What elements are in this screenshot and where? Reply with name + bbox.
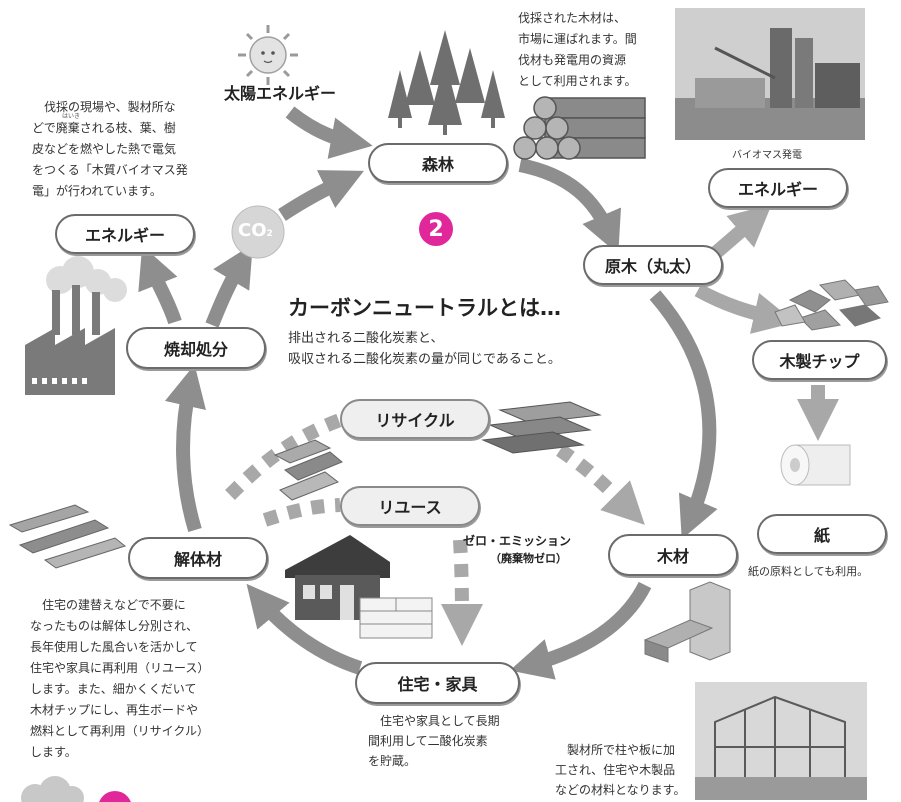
boards-illustration <box>481 401 602 454</box>
lumber-pillar-illustration <box>643 581 731 663</box>
node-forest: 森林 <box>368 143 508 183</box>
zero-emission-sublabel: （廃棄物ゼロ） <box>490 552 567 565</box>
arrow-demolition-to-incineration <box>164 364 206 533</box>
factory-illustration <box>25 256 127 395</box>
arrow-reuse-to-housing <box>440 539 483 646</box>
forest-illustration <box>388 30 505 135</box>
biomass-plant-photo <box>675 8 865 140</box>
node-demolition-wood: 解体材 <box>128 537 268 579</box>
paper-roll-illustration <box>780 444 851 486</box>
node-log: 原木（丸太） <box>583 245 723 285</box>
note-biomass-power: 伐採の現場や、製材所な どで廃棄される枝、葉、樹 皮などを燃やした熱で電気 をつ… <box>32 100 188 198</box>
arrow-co2-to-forest <box>278 170 364 221</box>
note-housing: 住宅や家具として長期 間利用して二酸化炭素 を貯蔵。 <box>368 714 500 768</box>
note-paper: 紙の原料としても利用。 <box>748 565 869 578</box>
node-incineration: 焼却処分 <box>126 327 266 369</box>
carbon-neutral-body: 排出される二酸化炭素と、 吸収される二酸化炭素の量が同じであること。 <box>288 331 561 367</box>
arrow-housing-to-demolition <box>246 583 363 675</box>
arrow-forest-to-log <box>518 158 622 255</box>
arrow-incineration-to-energy <box>138 245 182 325</box>
badge-partial <box>99 791 131 802</box>
arrow-lumber-to-housing <box>509 581 652 680</box>
arrow-recycle-to-lumber <box>556 444 645 525</box>
node-recycle: リサイクル <box>340 399 490 439</box>
node-reuse: リユース <box>340 486 480 526</box>
solar-energy-label: 太陽エネルギー <box>224 84 337 103</box>
note-ruby: はいき <box>62 113 81 120</box>
co2-cloud <box>231 205 285 259</box>
arrow-incineration-to-co2 <box>205 243 253 328</box>
note-log-market: 伐採された木材は、 市場に運ばれます。間 伐材も発電用の資源 として利用されます… <box>518 11 637 88</box>
zero-emission-label: ゼロ・エミッション <box>463 534 572 548</box>
arrow-demolition-to-reuse <box>262 498 341 527</box>
logs-illustration <box>513 96 646 160</box>
arrow-demolition-to-recycle <box>225 413 343 500</box>
dotted-arrows <box>225 413 645 646</box>
note-lumber-processing: 製材所で柱や板に加 工され、住宅や木製品 などの材料となります。 <box>555 743 686 797</box>
arrow-log-to-chip <box>694 283 796 334</box>
cloud-partial <box>21 776 84 802</box>
co2-text: CO <box>238 220 267 241</box>
node-paper: 紙 <box>757 514 887 554</box>
step-badge: 2 <box>419 212 453 246</box>
node-lumber: 木材 <box>608 534 738 576</box>
biomass-plant-caption: バイオマス発電 <box>732 150 802 161</box>
reused-beams-illustration <box>273 439 343 501</box>
node-wood-chip: 木製チップ <box>752 340 887 380</box>
node-energy-right: エネルギー <box>708 168 848 208</box>
arrow-log-to-lumber <box>649 290 718 540</box>
arrow-solar-to-forest <box>285 106 373 159</box>
carbon-neutral-title: カーボンニュートラルとは… <box>288 296 561 320</box>
demolition-beams-illustration <box>8 504 127 569</box>
cycle-arrows <box>138 106 718 680</box>
node-energy-left: エネルギー <box>55 214 195 254</box>
construction-photo <box>695 682 867 800</box>
co2-label: CO2 <box>238 220 273 241</box>
sun-illustration <box>238 25 298 85</box>
note-demolition: 住宅の建替えなどで不要に なったものは解体し分別され、 長年使用した風合いを活か… <box>30 598 210 759</box>
house-furniture-illustration <box>285 535 433 639</box>
co2-subscript: 2 <box>266 229 273 239</box>
node-housing-furniture: 住宅・家具 <box>355 662 520 704</box>
wood-chips-illustration <box>774 279 889 331</box>
